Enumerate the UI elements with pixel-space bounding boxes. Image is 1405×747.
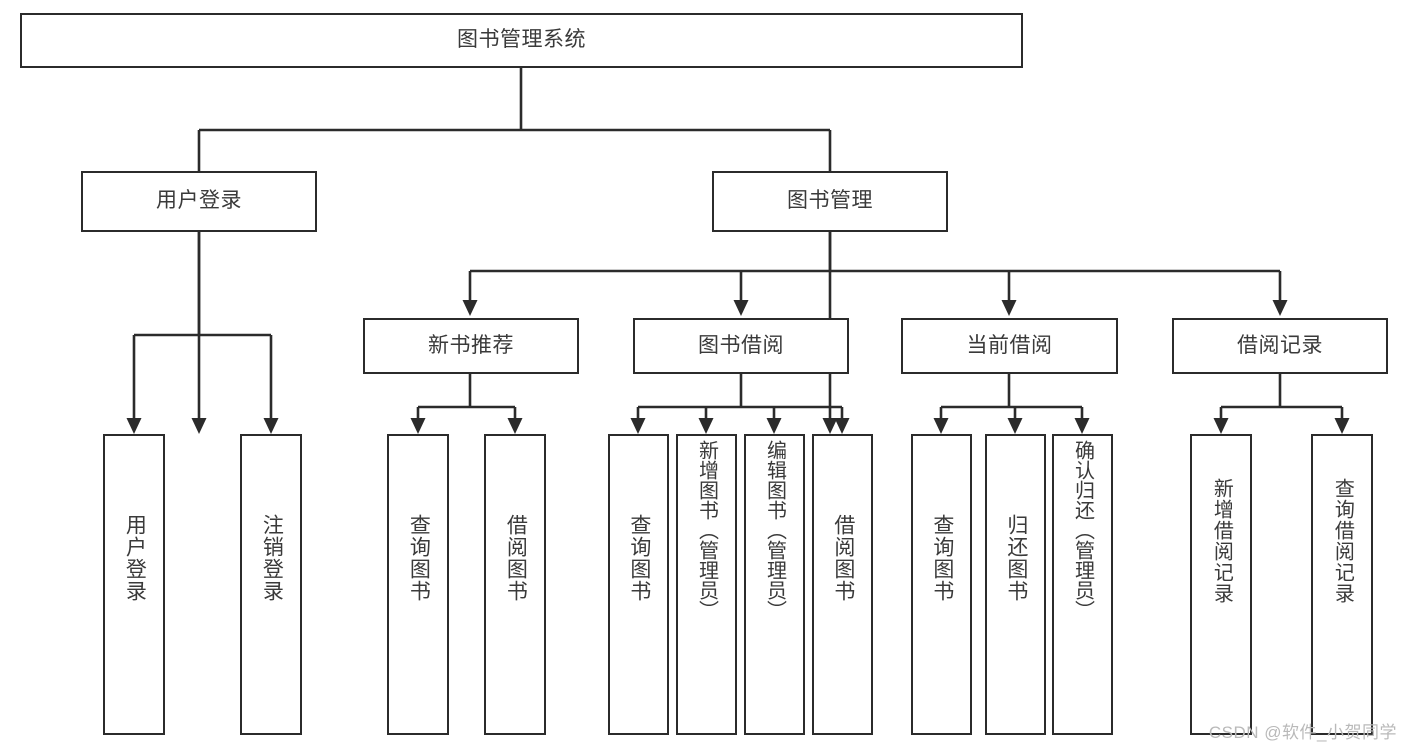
leaf-bb-add[interactable]: 新增图书（管理员） <box>676 434 737 735</box>
node-user-login-label: 用户登录 <box>156 189 242 213</box>
leaf-cb-return[interactable]: 归还图书 <box>985 434 1046 735</box>
node-book-borrow[interactable]: 图书借阅 <box>633 318 849 374</box>
leaf-nb-query[interactable]: 查询图书 <box>387 434 449 735</box>
leaf-cb-confirm-label: 确认归还（管理员） <box>1071 440 1094 620</box>
node-current-borrow-label: 当前借阅 <box>966 333 1053 357</box>
node-user-login[interactable]: 用户登录 <box>81 171 317 232</box>
node-book-manage-label: 图书管理 <box>787 189 873 213</box>
leaf-br-query-label: 查询借阅记录 <box>1331 478 1354 604</box>
leaf-bb-edit-label: 编辑图书（管理员） <box>763 440 786 620</box>
leaf-cb-query[interactable]: 查询图书 <box>911 434 972 735</box>
leaf-br-query[interactable]: 查询借阅记录 <box>1311 434 1373 735</box>
node-book-manage[interactable]: 图书管理 <box>712 171 948 232</box>
leaf-bb-borrow[interactable]: 借阅图书 <box>812 434 873 735</box>
csdn-watermark: CSDN @软件_小贺同学 <box>1208 723 1397 742</box>
leaf-user-login[interactable]: 用户登录 <box>103 434 165 735</box>
leaf-bb-query-label: 查询图书 <box>627 514 651 602</box>
node-root-label: 图书管理系统 <box>457 28 586 52</box>
node-root[interactable]: 图书管理系统 <box>20 13 1023 68</box>
leaf-bb-borrow-label: 借阅图书 <box>831 514 855 602</box>
leaf-nb-borrow[interactable]: 借阅图书 <box>484 434 546 735</box>
leaf-br-add-label: 新增借阅记录 <box>1210 478 1233 604</box>
leaf-cb-query-label: 查询图书 <box>930 514 954 602</box>
leaf-user-login-label: 用户登录 <box>123 514 147 602</box>
leaf-bb-query[interactable]: 查询图书 <box>608 434 669 735</box>
leaf-bb-add-label: 新增图书（管理员） <box>695 440 718 620</box>
node-current-borrow[interactable]: 当前借阅 <box>901 318 1118 374</box>
leaf-nb-query-label: 查询图书 <box>407 514 431 602</box>
leaf-cb-return-label: 归还图书 <box>1004 514 1028 602</box>
leaf-user-logout-label: 注销登录 <box>260 514 284 602</box>
node-new-book-rec-label: 新书推荐 <box>428 333 514 357</box>
node-book-borrow-label: 图书借阅 <box>698 333 784 357</box>
node-borrow-record-label: 借阅记录 <box>1237 333 1323 357</box>
node-new-book-rec[interactable]: 新书推荐 <box>363 318 579 374</box>
leaf-nb-borrow-label: 借阅图书 <box>504 514 528 602</box>
leaf-user-logout[interactable]: 注销登录 <box>240 434 302 735</box>
leaf-bb-edit[interactable]: 编辑图书（管理员） <box>744 434 805 735</box>
leaf-cb-confirm[interactable]: 确认归还（管理员） <box>1052 434 1113 735</box>
leaf-br-add[interactable]: 新增借阅记录 <box>1190 434 1252 735</box>
node-borrow-record[interactable]: 借阅记录 <box>1172 318 1388 374</box>
